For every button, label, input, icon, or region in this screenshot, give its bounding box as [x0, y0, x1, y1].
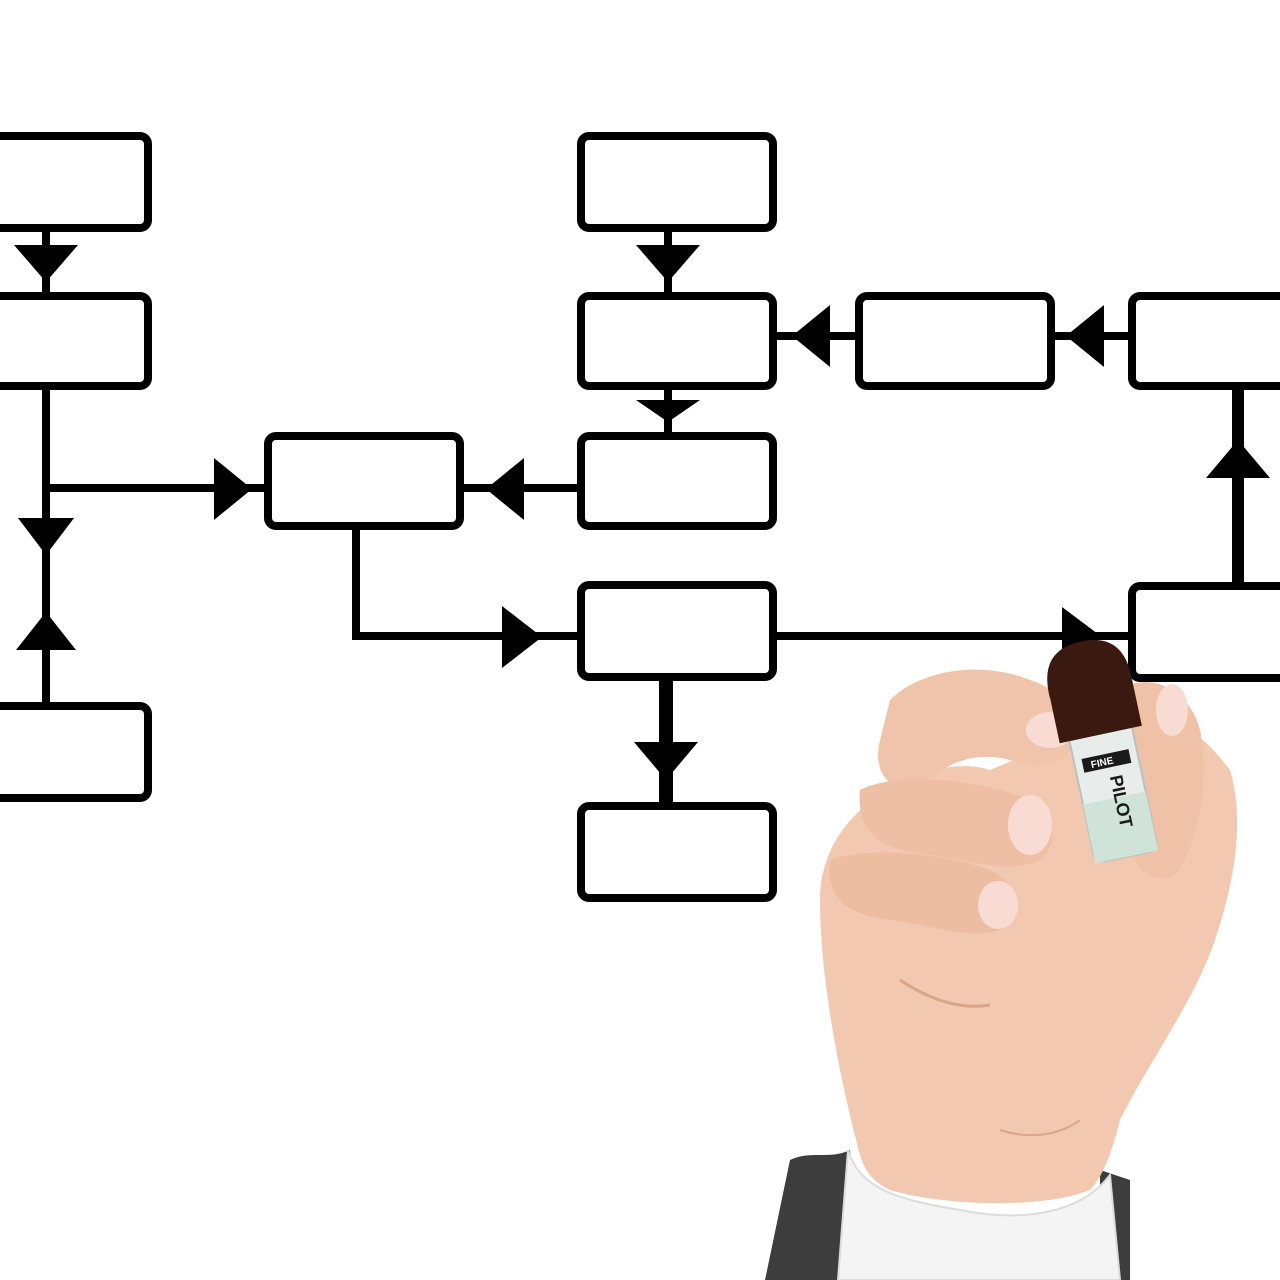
flowchart-box	[577, 802, 777, 902]
flowchart-box	[264, 432, 464, 530]
arrow-down-icon	[636, 245, 700, 282]
arrow-up-icon	[16, 612, 76, 650]
flowchart-box	[0, 702, 152, 802]
flowchart-box	[0, 132, 152, 232]
flowchart-box	[577, 292, 777, 390]
flowchart-box	[577, 132, 777, 232]
flowchart-box	[1128, 582, 1280, 682]
flowchart-box	[577, 432, 777, 530]
arrow-down-icon	[636, 400, 700, 422]
flowchart-box	[1128, 292, 1280, 390]
arrow-up-icon	[1206, 440, 1270, 478]
arrow-left-icon	[792, 305, 830, 367]
flowchart-box	[855, 292, 1055, 390]
arrow-down-icon	[14, 245, 78, 282]
arrow-right-icon	[502, 606, 542, 668]
flowchart-box	[0, 292, 152, 390]
arrowheads	[14, 245, 1270, 780]
marker-band	[1081, 749, 1132, 773]
arrow-down-icon	[18, 518, 74, 555]
marker-pen: FINE PILOT	[1047, 640, 1159, 864]
arrow-right-icon	[214, 458, 252, 520]
marker-green-band	[1083, 791, 1159, 864]
fingernail	[978, 881, 1018, 929]
arrow-left-icon	[486, 458, 524, 520]
flowchart-boxes	[0, 132, 1280, 902]
marker-line-label: FINE	[1090, 756, 1115, 772]
flowchart-box	[577, 581, 777, 681]
fingernail	[1008, 795, 1052, 855]
arrow-down-icon	[634, 742, 698, 780]
fingernail	[1156, 684, 1188, 736]
shirt-cuff	[836, 1149, 1122, 1280]
marker-cap	[1047, 640, 1142, 744]
arrow-left-icon	[1066, 305, 1104, 367]
